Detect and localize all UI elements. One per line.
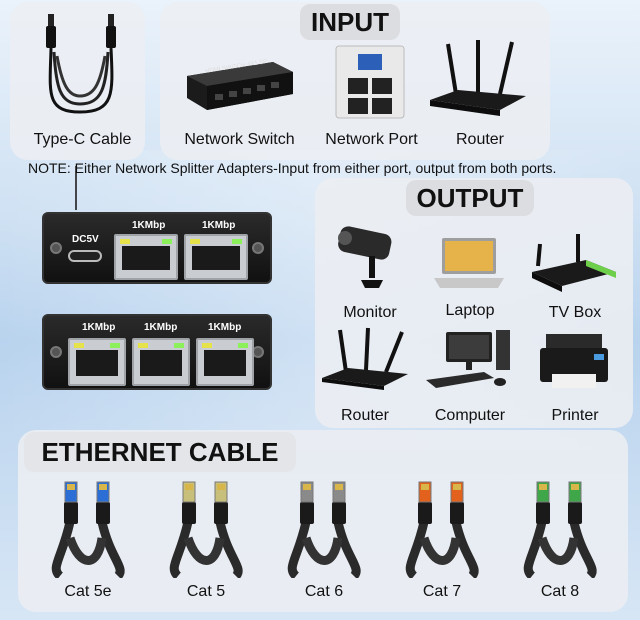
ethernet-cable-icon [158,478,254,580]
typec-panel [10,2,145,160]
monitor-label: Monitor [343,304,397,321]
ethernet-cable-icon [40,478,136,580]
note-text: NOTE: Either Network Splitter Adapters-I… [28,160,557,176]
ethernet-cable-label: Cat 7 [422,583,462,600]
router-output-label: Router [340,407,390,424]
usbc-port[interactable] [68,250,102,262]
typec-label: Type-C Cable [33,131,132,148]
ethernet-cable-icon [512,478,608,580]
printer-label: Printer [551,407,599,424]
monitor-camera-icon [335,222,405,294]
ethernet-title: ETHERNET CABLE [24,432,296,472]
network-port-label: Network Port [325,131,418,148]
rj45-port[interactable] [132,338,190,386]
router-input-label: Router [455,131,505,148]
printer-icon [538,330,610,392]
tv-box-icon [530,232,620,294]
rj45-port[interactable] [68,338,126,386]
router-input-icon [428,38,528,118]
tv-box-label: TV Box [548,304,602,321]
port-speed-label: 1KMbp [82,322,116,333]
laptop-icon [432,236,506,290]
computer-label: Computer [434,407,506,424]
typec-cable-icon [30,12,130,117]
ethernet-cable-label: Cat 8 [540,583,580,600]
port-speed-label: 1KMbp [202,220,236,231]
laptop-label: Laptop [445,302,495,319]
ethernet-cable-label: Cat 6 [304,583,344,600]
network-port-icon [334,44,406,120]
ethernet-cable-label: Cat 5e [64,583,112,600]
rj45-port[interactable] [114,234,178,280]
ethernet-cable-icon [394,478,490,580]
rj45-port[interactable] [196,338,254,386]
ethernet-cable-icon [276,478,372,580]
ethernet-cable-label: Cat 5 [186,583,226,600]
computer-icon [424,328,514,392]
splitter-three-port: 1KMbp 1KMbp 1KMbp [42,314,272,390]
network-switch-icon: HDMI SWITCH 4X1 SP [185,58,295,113]
splitter-two-port: DC5V 1KMbp 1KMbp [42,212,272,284]
rj45-port[interactable] [184,234,248,280]
port-speed-label: 1KMbp [144,322,178,333]
input-title: INPUT [300,4,400,40]
dc5v-label: DC5V [72,234,99,245]
port-speed-label: 1KMbp [208,322,242,333]
router-output-icon [320,326,410,392]
output-title: OUTPUT [406,180,534,216]
port-speed-label: 1KMbp [132,220,166,231]
network-switch-label: Network Switch [184,131,295,148]
note-pointer-line [75,166,77,210]
